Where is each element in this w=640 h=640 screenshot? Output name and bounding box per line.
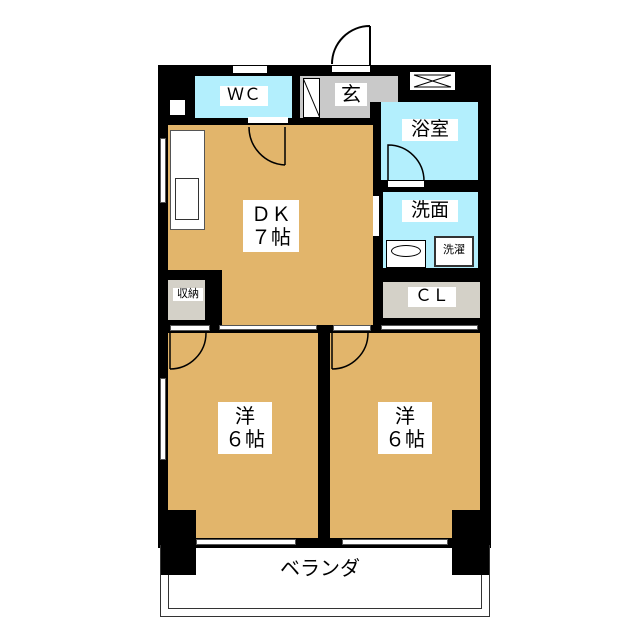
dk-size: ７帖 [251,225,291,249]
wc-door [248,117,288,123]
room1-sliding-door[interactable] [219,325,317,330]
balcony-label: ベランダ [280,556,360,580]
meter-box-x-icon [413,74,452,88]
room2-door-swing [331,333,369,370]
pipe-space [170,100,185,115]
bathroom [381,102,478,180]
closet-label: ＣＬ [408,286,456,307]
dk-door-swing [248,126,286,166]
bath-label: 浴室 [402,118,458,141]
room1-type: 洋 [235,404,255,428]
room2-size: ６帖 [385,427,425,451]
wash-basin [386,240,426,268]
kitchen-window [160,138,166,203]
room2-balcony-window[interactable] [342,539,448,545]
entrance-door[interactable] [332,66,370,72]
room2-type: 洋 [395,404,415,428]
balcony [160,545,490,617]
wc-label: ＷＣ [220,85,268,106]
room1-balcony-window[interactable] [196,539,296,545]
storage-label: 収納 [173,287,203,301]
room1-side-window [160,378,166,460]
room1-size: ６帖 [225,427,265,451]
entrance-door-swing [331,25,371,66]
room1-door[interactable] [170,325,210,331]
room2-door[interactable] [333,325,371,331]
wc-window [233,66,267,73]
bath-door-swing [387,144,425,187]
entrance-label: 玄 [335,83,367,106]
shoe-cabinet-icon [303,78,320,118]
kitchen-counter [170,130,205,230]
room2-sliding-door[interactable] [381,325,478,330]
dk-type: ＤＫ [251,202,291,226]
washroom-label: 洗面 [402,199,458,222]
washroom-door[interactable] [373,196,379,236]
dining-kitchen-lower [222,270,373,325]
laundry-label: 洗濯 [438,243,470,257]
room1-door-swing [169,333,207,370]
